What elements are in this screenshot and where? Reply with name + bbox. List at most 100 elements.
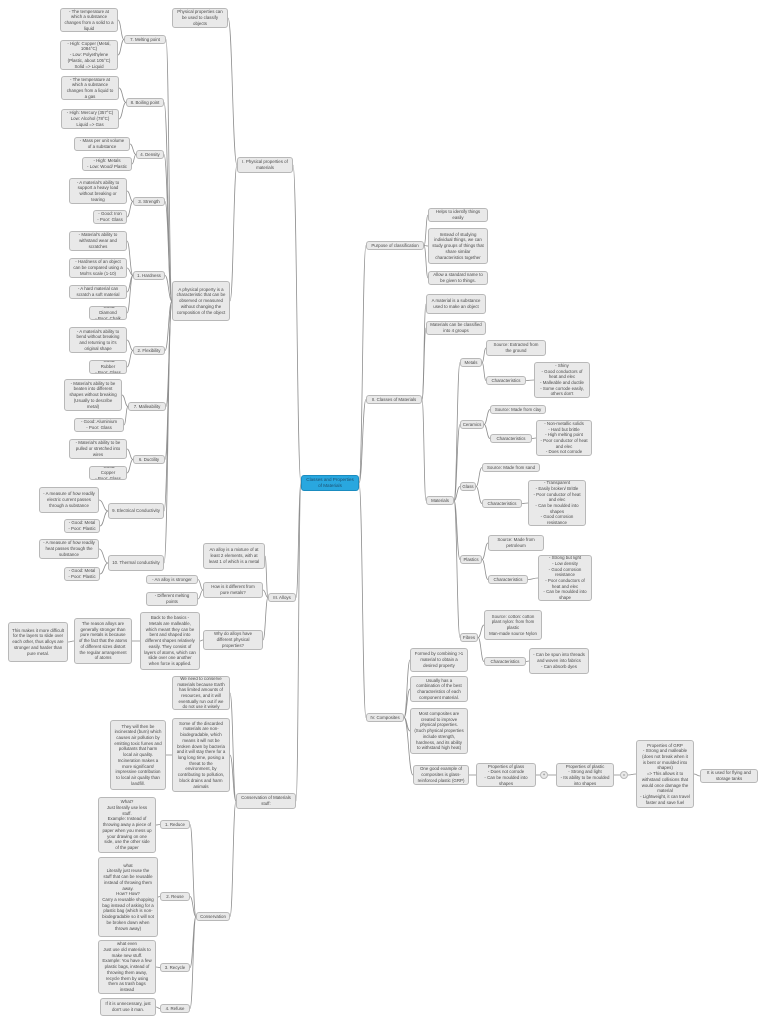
node-reduce[interactable]: 1. Reduce — [160, 820, 190, 829]
node-fib-src[interactable]: Source: cotton: cotton plant nylon: from… — [484, 610, 542, 640]
node-flex[interactable]: 2. Flexibility — [133, 346, 165, 355]
node-met-char-t[interactable]: - Shiny - Good conductors of heat and el… — [534, 362, 590, 398]
node-al-str[interactable]: - An alloy is stronger — [146, 575, 198, 584]
node-cls-grp[interactable]: Materials can be classified into 4 group… — [426, 321, 486, 335]
node-str-def[interactable]: - A material's ability to support a heav… — [69, 178, 127, 204]
node-p1-note[interactable]: Physical properties can be used to class… — [172, 8, 228, 28]
node-consv[interactable]: Conservation — [196, 912, 230, 921]
node-elec-ex[interactable]: - Good: Metal - Poor: Plastic — [64, 519, 100, 533]
node-reuse[interactable]: 2. Reuse — [160, 892, 190, 901]
node-comp-ex[interactable]: One good example of composites is glass-… — [413, 765, 469, 785]
node-comp-plast[interactable]: Properties of plastic - Strong and light… — [556, 763, 614, 787]
node-al-note[interactable]: This makes it more difficult for the lay… — [8, 622, 68, 662]
node-comp1[interactable]: Formed by combining >1 material to obtai… — [410, 648, 468, 672]
node-al-diff[interactable]: How is it different from pure metals? — [203, 582, 263, 598]
node-refuse[interactable]: 4. Refuse — [160, 1004, 190, 1013]
branch-conservation-of-materials[interactable]: Conservation of Materials stuff: — [236, 793, 296, 809]
node-al-why[interactable]: Why do alloys have different physical pr… — [203, 630, 263, 650]
node-glass[interactable]: Glass — [460, 482, 476, 491]
node-flex-def[interactable]: - A material's ability to bend without b… — [69, 327, 127, 353]
node-melt-ex[interactable]: - High: Copper (Metal, 1084°C) - Low: Po… — [60, 40, 118, 70]
node-al-melt[interactable]: - Different melting points — [146, 592, 198, 606]
node-al-def[interactable]: An alloy is a mixture of at least 2 elem… — [203, 543, 265, 569]
node-reuse-t[interactable]: what Literally just reuse the stuff that… — [98, 857, 158, 937]
node-reduce-t[interactable]: What? Just literally use less stuff. Exa… — [98, 797, 156, 853]
node-dens-ex[interactable]: - High: Metals - Low: Wood/ Plastic — [82, 157, 132, 171]
node-cons1[interactable]: We need to conserve materials because Ea… — [172, 676, 230, 710]
connector-hard-hard_def — [126, 240, 134, 276]
node-dens-def[interactable]: - Mass per unit volume of a substance — [74, 137, 130, 151]
node-p1-def[interactable]: A physical property is a characteristic … — [172, 281, 230, 321]
node-hard-scr[interactable]: - A hard material can scratch a soft mat… — [69, 285, 127, 299]
node-comp3[interactable]: Most composites are created to improve p… — [410, 708, 468, 754]
node-pl-char-t[interactable]: - Strong but light - Low density - Good … — [538, 555, 592, 601]
node-therm[interactable]: 10. Thermal conductivity — [108, 555, 164, 571]
node-duct-ex[interactable]: - Good: Copper - Poor: Glass — [89, 466, 127, 480]
branch-alloys[interactable]: III. Alloys — [268, 593, 296, 602]
node-hard[interactable]: 1. Hardness — [133, 271, 165, 280]
node-hard-ex[interactable]: - Good: Diamond - Poor: Chalk — [89, 306, 127, 320]
node-cons2[interactable]: Some of the discarded materials are non-… — [172, 718, 230, 792]
node-boil[interactable]: 8. Boiling point — [126, 98, 164, 107]
node-duct[interactable]: 6. Ductility — [133, 455, 165, 464]
node-pl-char[interactable]: Characteristics — [488, 575, 528, 584]
node-duct-def[interactable]: - Material's ability to be pulled or str… — [69, 439, 127, 459]
branch-composites[interactable]: IV. Composites — [366, 713, 404, 722]
node-refuse-t[interactable]: If it is unnecessary, just don't use it … — [100, 998, 156, 1016]
node-fib-char-t[interactable]: - Can be spun into threads and woven int… — [529, 648, 589, 674]
equals-connector[interactable]: = — [620, 771, 628, 779]
node-pl-src[interactable]: Source: Made from petroleum — [488, 535, 544, 551]
node-hard-scale[interactable]: - Hardness of an object can be compared … — [69, 258, 127, 278]
node-metals[interactable]: Metals — [460, 358, 482, 367]
node-melt-def[interactable]: - The temperature at which a substance c… — [60, 8, 118, 32]
central-topic[interactable]: Classes and Properties of Materials — [301, 475, 359, 491]
node-comp2[interactable]: Usually has a combination of the best ch… — [410, 676, 468, 702]
node-comp-grp[interactable]: Properties of GRP - Strong and malleable… — [636, 740, 694, 808]
node-cons3[interactable]: They will then be incinerated (burn) whi… — [110, 720, 166, 790]
node-cls-def[interactable]: A material is a substance used to make a… — [426, 294, 486, 314]
node-therm-def[interactable]: - A measure of how readily heat passes t… — [39, 539, 99, 559]
node-met-src[interactable]: Source: Extracted from the ground — [486, 340, 546, 356]
node-materials[interactable]: Materials — [426, 496, 454, 505]
node-boil-def[interactable]: - The temperature at which a substance c… — [61, 76, 119, 100]
node-elec[interactable]: 9. Electrical Conductivity — [108, 503, 164, 519]
node-recycle[interactable]: 3. Recycle — [160, 963, 190, 972]
node-gl-src[interactable]: Source: Made from sand — [482, 463, 540, 472]
node-cer-char-t[interactable]: - Non-metallic solids - Hard but brittle… — [536, 420, 592, 456]
node-gl-char[interactable]: Characteristics — [482, 499, 522, 508]
node-comp-glass[interactable]: Properties of glass - Does not corrode -… — [476, 763, 536, 787]
node-al-why-t[interactable]: Back to the basics - Metals are malleabl… — [140, 612, 200, 670]
node-flex-ex[interactable]: - Good: Rubber - Poor: Glass — [89, 360, 127, 374]
node-mall[interactable]: 7. Malleability — [128, 402, 166, 411]
node-pur1[interactable]: Helps to identify things easily — [428, 208, 488, 222]
node-melt[interactable]: 7. Melting point — [124, 35, 166, 44]
node-al-reason[interactable]: The reason alloys are generally stronger… — [74, 618, 132, 664]
node-gl-char-t[interactable]: - Transparent - Easily broken/ Brittle -… — [528, 480, 586, 526]
node-met-char[interactable]: Characteristics — [486, 376, 526, 385]
plus-connector[interactable]: + — [540, 771, 548, 779]
branch-physical-properties[interactable]: I. Physical properties of materials — [237, 157, 293, 173]
node-cer-char[interactable]: Characteristics — [490, 434, 532, 443]
connector-consv-reduce — [189, 824, 197, 917]
node-str-ex[interactable]: - Good: Iron - Poor: Glass — [93, 210, 127, 224]
node-recycle-t[interactable]: what even Just use old materials to make… — [98, 940, 156, 994]
node-therm-ex[interactable]: - Good: Metal - Poor: Plastic — [64, 567, 100, 581]
node-cer-src[interactable]: Source: Made from clay — [490, 405, 546, 414]
node-mall-def[interactable]: - Material's ability to be beaten into d… — [64, 379, 122, 411]
node-dens[interactable]: 4. Density — [136, 150, 164, 159]
node-elec-def[interactable]: - A measure of how readily electric curr… — [39, 487, 99, 513]
node-boil-ex[interactable]: - High: Mercury (357°C) Low: Alcohol (78… — [61, 109, 119, 129]
node-pur2[interactable]: Instead of studying individual things, w… — [428, 228, 488, 264]
node-str[interactable]: 3. Strength — [133, 197, 165, 206]
node-cer[interactable]: Ceramics — [460, 420, 484, 429]
node-mall-ex[interactable]: - Good: Aluminium - Poor: Glass — [74, 418, 124, 432]
node-plast[interactable]: Plastics — [460, 555, 482, 564]
branch-purpose-of-classification[interactable]: Purpose of classification — [366, 241, 424, 250]
branch-classes-of-materials[interactable]: II. Classes of Materials — [366, 395, 422, 404]
connector-mall-mall_def — [121, 394, 129, 407]
node-fib[interactable]: Fibres — [460, 633, 478, 642]
node-hard-def[interactable]: - Material's ability to withstand wear a… — [69, 231, 127, 251]
node-comp-use[interactable]: It is used for flying and storage tanks — [700, 769, 758, 783]
node-fib-char[interactable]: Characteristics — [484, 657, 526, 666]
node-pur3[interactable]: Allow a standard name to be given to thi… — [428, 271, 488, 285]
